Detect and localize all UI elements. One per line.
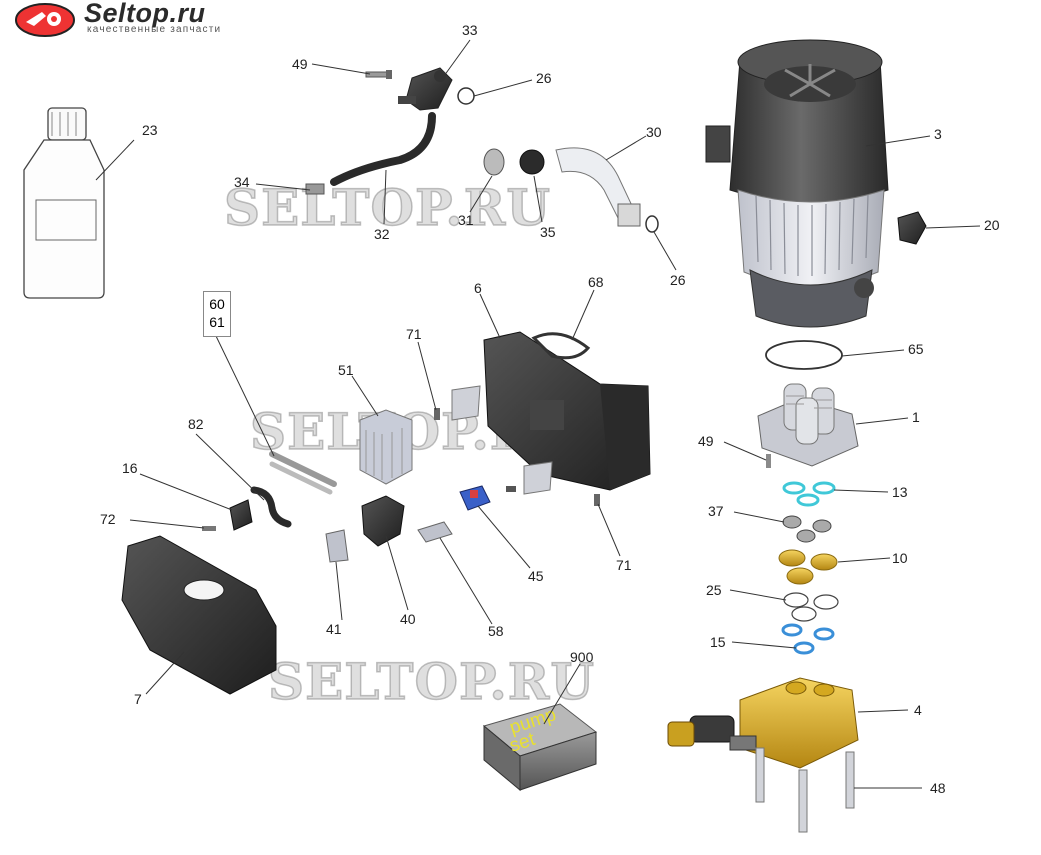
callout-45: 45 — [528, 568, 544, 584]
callout-34: 34 — [234, 174, 250, 190]
part-58-bracket — [417, 521, 453, 543]
part-72-screw — [202, 526, 216, 531]
callout-37: 37 — [708, 503, 724, 519]
callout-4: 4 — [914, 702, 922, 718]
callout-32: 32 — [374, 226, 390, 242]
part-31-cap — [483, 148, 505, 176]
watermark-3: SELTOP.RU — [267, 651, 595, 712]
callout-900: 900 — [570, 649, 594, 665]
callout-3: 3 — [934, 126, 942, 142]
part-13-valves — [782, 481, 836, 507]
part-7-tank — [121, 535, 277, 695]
part-4-pump-body — [667, 677, 859, 769]
part-34-clamp — [305, 183, 325, 195]
part-33-valve — [398, 67, 453, 111]
part-10-brass-rings — [778, 549, 838, 585]
callout-33: 33 — [462, 22, 478, 38]
part-37-rings — [782, 515, 832, 543]
part-61-rod — [269, 461, 333, 495]
part-45-switch — [459, 485, 491, 511]
part-49-screw-top — [365, 70, 392, 79]
callout-68: 68 — [588, 274, 604, 290]
part-23-oil-bottle — [23, 107, 105, 299]
callout-82: 82 — [188, 416, 204, 432]
part-3-motor — [705, 39, 889, 328]
part-20-plug — [897, 211, 927, 245]
part-26-oring-side — [645, 215, 659, 233]
callout-60-61-box: 60 61 — [203, 291, 231, 337]
callout-30: 30 — [646, 124, 662, 140]
part-41-bracket — [325, 529, 349, 563]
callout-10: 10 — [892, 550, 908, 566]
part-68-gasket — [531, 332, 591, 360]
part-16-holder — [229, 499, 253, 531]
logo-name: Seltop.ru — [84, 0, 206, 28]
callout-23: 23 — [142, 122, 158, 138]
part-49-screw-right — [766, 454, 771, 468]
screw-45 — [506, 486, 516, 492]
callout-35: 35 — [540, 224, 556, 240]
callout-40: 40 — [400, 611, 416, 627]
part-25-orings — [783, 592, 839, 622]
callout-26-side: 26 — [670, 272, 686, 288]
callout-20: 20 — [984, 217, 1000, 233]
callout-49-right: 49 — [698, 433, 714, 449]
part-82-hose — [250, 486, 292, 528]
callout-25: 25 — [706, 582, 722, 598]
part-40-relay — [361, 495, 405, 547]
callout-6: 6 — [474, 280, 482, 296]
callout-7: 7 — [134, 691, 142, 707]
part-60-rod — [269, 451, 337, 487]
callout-71-upper: 71 — [406, 326, 422, 342]
bracket-upper — [451, 385, 481, 421]
part-32-hose — [330, 112, 436, 186]
callout-61: 61 — [209, 314, 225, 330]
callout-13: 13 — [892, 484, 908, 500]
callout-65: 65 — [908, 341, 924, 357]
callout-71-lower: 71 — [616, 557, 632, 573]
callout-72: 72 — [100, 511, 116, 527]
part-51-block — [359, 409, 413, 485]
part-35-seal — [519, 149, 545, 175]
callout-16: 16 — [122, 460, 138, 476]
leader-lines — [95, 39, 981, 789]
callout-1: 1 — [912, 409, 920, 425]
bracket-lower — [523, 461, 553, 495]
part-6-housing — [483, 331, 651, 491]
watermark-1: SELTOP.RU — [223, 177, 551, 238]
logo-tagline: качественные запчасти — [87, 24, 222, 35]
callout-60: 60 — [209, 296, 225, 312]
part-900-pump-set: pump set — [482, 703, 598, 792]
callout-58: 58 — [488, 623, 504, 639]
part-30-connector — [617, 203, 641, 227]
callout-41: 41 — [326, 621, 342, 637]
callout-15: 15 — [710, 634, 726, 650]
callout-51: 51 — [338, 362, 354, 378]
part-15-blue-rings — [781, 623, 835, 655]
part-1-cylinder-head — [757, 383, 859, 467]
part-48-bolts — [755, 747, 855, 833]
callout-48: 48 — [930, 780, 946, 796]
part-65-oring — [765, 340, 843, 370]
part-71-screw-upper — [434, 408, 440, 420]
part-26-oring-top — [457, 87, 475, 105]
callout-31: 31 — [458, 212, 474, 228]
logo-badge-icon — [15, 3, 75, 37]
callout-26-top: 26 — [536, 70, 552, 86]
part-71-screw-lower — [594, 494, 600, 506]
callout-49-top: 49 — [292, 56, 308, 72]
